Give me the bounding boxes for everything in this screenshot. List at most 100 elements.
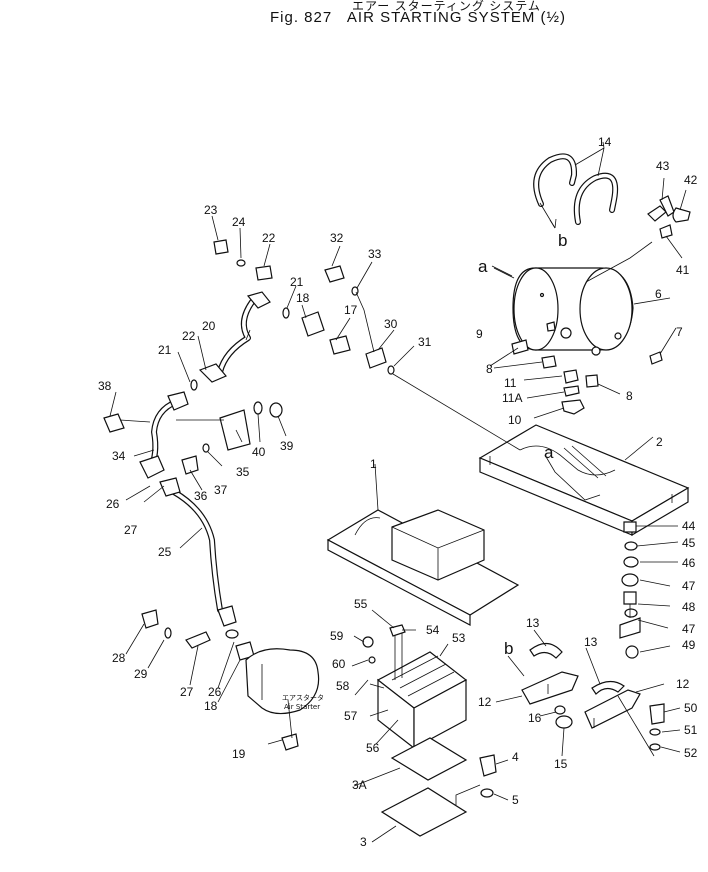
label-part-22-top: 22 <box>262 231 276 245</box>
label-part-40: 40 <box>252 445 266 459</box>
pipe-34 <box>139 391 189 479</box>
battery-assembly <box>354 624 468 750</box>
label-part-38: 38 <box>98 379 112 393</box>
bolt-4-washer-5 <box>479 754 497 798</box>
label-part-55: 55 <box>354 597 368 611</box>
label-part-51: 51 <box>684 723 698 737</box>
ref-letter-a-tank: a <box>478 257 488 276</box>
label-part-41: 41 <box>676 263 690 277</box>
ref-letter-b-hose: b <box>558 231 567 250</box>
label-part-3: 3 <box>360 835 367 849</box>
arrow-a <box>493 267 515 279</box>
label-part-43: 43 <box>656 159 670 173</box>
label-part-42: 42 <box>684 173 698 187</box>
pipe-25 <box>159 477 237 627</box>
label-part-25: 25 <box>158 545 172 559</box>
label-part-59: 59 <box>330 629 344 643</box>
figure-number: Fig. 827 <box>270 9 333 26</box>
fittings-tank <box>511 321 663 415</box>
label-part-18-top: 18 <box>296 291 310 305</box>
hardware <box>103 239 395 751</box>
label-part-9: 9 <box>476 327 483 341</box>
label-part-48: 48 <box>682 600 696 614</box>
label-part-1: 1 <box>370 457 377 471</box>
label-part-56: 56 <box>366 741 380 755</box>
label-part-26-bottom: 26 <box>208 685 222 699</box>
label-part-53: 53 <box>452 631 466 645</box>
label-part-10: 10 <box>508 413 522 427</box>
label-part-21-left: 21 <box>158 343 172 357</box>
label-part-32: 32 <box>330 231 344 245</box>
label-part-23: 23 <box>204 203 218 217</box>
fittings-41-42-43 <box>647 195 691 239</box>
label-part-60: 60 <box>332 657 346 671</box>
label-part-8-right: 8 <box>626 389 633 403</box>
label-part-30: 30 <box>384 317 398 331</box>
label-part-58: 58 <box>336 679 350 693</box>
leader-lines <box>109 141 687 843</box>
label-part-52: 52 <box>684 746 698 760</box>
label-part-13-left: 13 <box>526 616 540 630</box>
label-part-34: 34 <box>112 449 126 463</box>
ref-letter-a-bracket: a <box>544 443 554 462</box>
label-part-33: 33 <box>368 247 382 261</box>
plate-3a <box>390 737 468 781</box>
label-part-3a: 3A <box>352 778 367 792</box>
hose-14 <box>533 147 619 229</box>
air-starter: エアスタータ Air Starter <box>245 648 324 739</box>
bracket-35 <box>176 409 251 451</box>
label-part-35: 35 <box>236 465 250 479</box>
callout-labels: 1 2 3 3A 4 5 6 7 8 8 9 10 11 11A 12 12 1… <box>98 135 698 849</box>
label-part-13-right: 13 <box>584 635 598 649</box>
tray-1 <box>326 509 520 626</box>
air-starter-label-jp: エアスタータ <box>282 693 324 702</box>
label-part-17: 17 <box>344 303 358 317</box>
label-part-4: 4 <box>512 750 519 764</box>
label-part-44: 44 <box>682 519 696 533</box>
label-part-15: 15 <box>554 757 568 771</box>
ref-letter-b-clamp: b <box>504 639 513 658</box>
label-part-18-bottom: 18 <box>204 699 218 713</box>
label-part-8-left: 8 <box>486 362 493 376</box>
label-part-50: 50 <box>684 701 698 715</box>
label-part-27-left: 27 <box>124 523 138 537</box>
label-part-46: 46 <box>682 556 696 570</box>
connector-line-31 <box>392 373 521 451</box>
label-part-47-top: 47 <box>682 579 696 593</box>
label-part-37: 37 <box>214 483 228 497</box>
system-name: AIR STARTING SYSTEM (½) <box>346 9 567 26</box>
title-japanese: エアー スターティング システム <box>352 0 541 13</box>
label-part-57: 57 <box>344 709 358 723</box>
label-part-7: 7 <box>676 325 683 339</box>
mount-stack <box>619 521 665 751</box>
label-part-6: 6 <box>655 287 662 301</box>
label-part-49: 49 <box>682 638 696 652</box>
label-part-27-bottom: 27 <box>180 685 194 699</box>
label-part-16: 16 <box>528 711 542 725</box>
label-part-21-top: 21 <box>290 275 304 289</box>
label-part-12-left: 12 <box>478 695 492 709</box>
pipe-20 <box>198 291 271 383</box>
label-part-24: 24 <box>232 215 246 229</box>
label-part-20: 20 <box>202 319 216 333</box>
label-part-26-left: 26 <box>106 497 120 511</box>
label-part-39: 39 <box>280 439 294 453</box>
label-part-19: 19 <box>232 747 246 761</box>
label-part-14: 14 <box>598 135 612 149</box>
label-part-45: 45 <box>682 536 696 550</box>
label-part-54: 54 <box>426 623 440 637</box>
label-part-11a: 11A <box>502 391 522 405</box>
label-part-22-left: 22 <box>182 329 196 343</box>
air-tank <box>512 241 653 356</box>
label-part-2: 2 <box>656 435 663 449</box>
label-part-47-bottom: 47 <box>682 622 696 636</box>
figure-title: Fig. 827 AIR STARTING SYSTEM (½) <box>270 9 566 26</box>
air-starter-label-en: Air Starter <box>284 703 320 711</box>
label-part-11: 11 <box>504 376 517 390</box>
label-part-36: 36 <box>194 489 208 503</box>
label-part-28: 28 <box>112 651 126 665</box>
label-part-29: 29 <box>134 667 148 681</box>
label-part-12-right: 12 <box>676 677 690 691</box>
label-part-31: 31 <box>418 335 432 349</box>
